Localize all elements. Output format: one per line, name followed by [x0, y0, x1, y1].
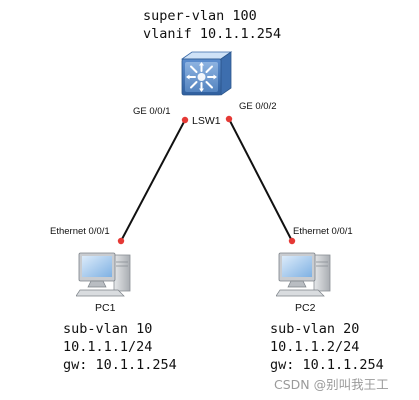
link-lsw1-pc1 — [120, 119, 186, 242]
watermark: CSDN @别叫我王工 — [274, 377, 389, 392]
pc2-label: PC2 — [295, 302, 316, 314]
port-dot-ge001 — [181, 116, 189, 124]
pc1-label: PC1 — [95, 302, 116, 314]
pc2-sub-vlan: sub-vlan 20 — [270, 321, 360, 337]
link-lsw1-pc2 — [228, 118, 293, 242]
super-vlan-label: super-vlan 100 — [143, 8, 257, 24]
switch-port-ge002: GE 0/0/2 — [239, 101, 277, 112]
port-dot-ge002 — [225, 115, 233, 123]
pc2-computer-icon — [276, 252, 331, 297]
pc1-ip: 10.1.1.1/24 — [63, 339, 153, 355]
port-dot-pc2-eth — [288, 237, 296, 245]
vlanif-label: vlanif 10.1.1.254 — [143, 26, 282, 42]
pc1-computer-icon — [76, 252, 131, 297]
switch-port-ge001: GE 0/0/1 — [133, 106, 171, 117]
pc2-gateway: gw: 10.1.1.254 — [270, 357, 384, 373]
pc1-port-label: Ethernet 0/0/1 — [50, 226, 110, 237]
pc2-ip: 10.1.1.2/24 — [270, 339, 360, 355]
switch-label: LSW1 — [192, 115, 221, 127]
pc2-port-label: Ethernet 0/0/1 — [293, 226, 353, 237]
switch-icon — [180, 51, 233, 96]
pc1-gateway: gw: 10.1.1.254 — [63, 357, 177, 373]
pc1-sub-vlan: sub-vlan 10 — [63, 321, 153, 337]
port-dot-pc1-eth — [117, 237, 125, 245]
